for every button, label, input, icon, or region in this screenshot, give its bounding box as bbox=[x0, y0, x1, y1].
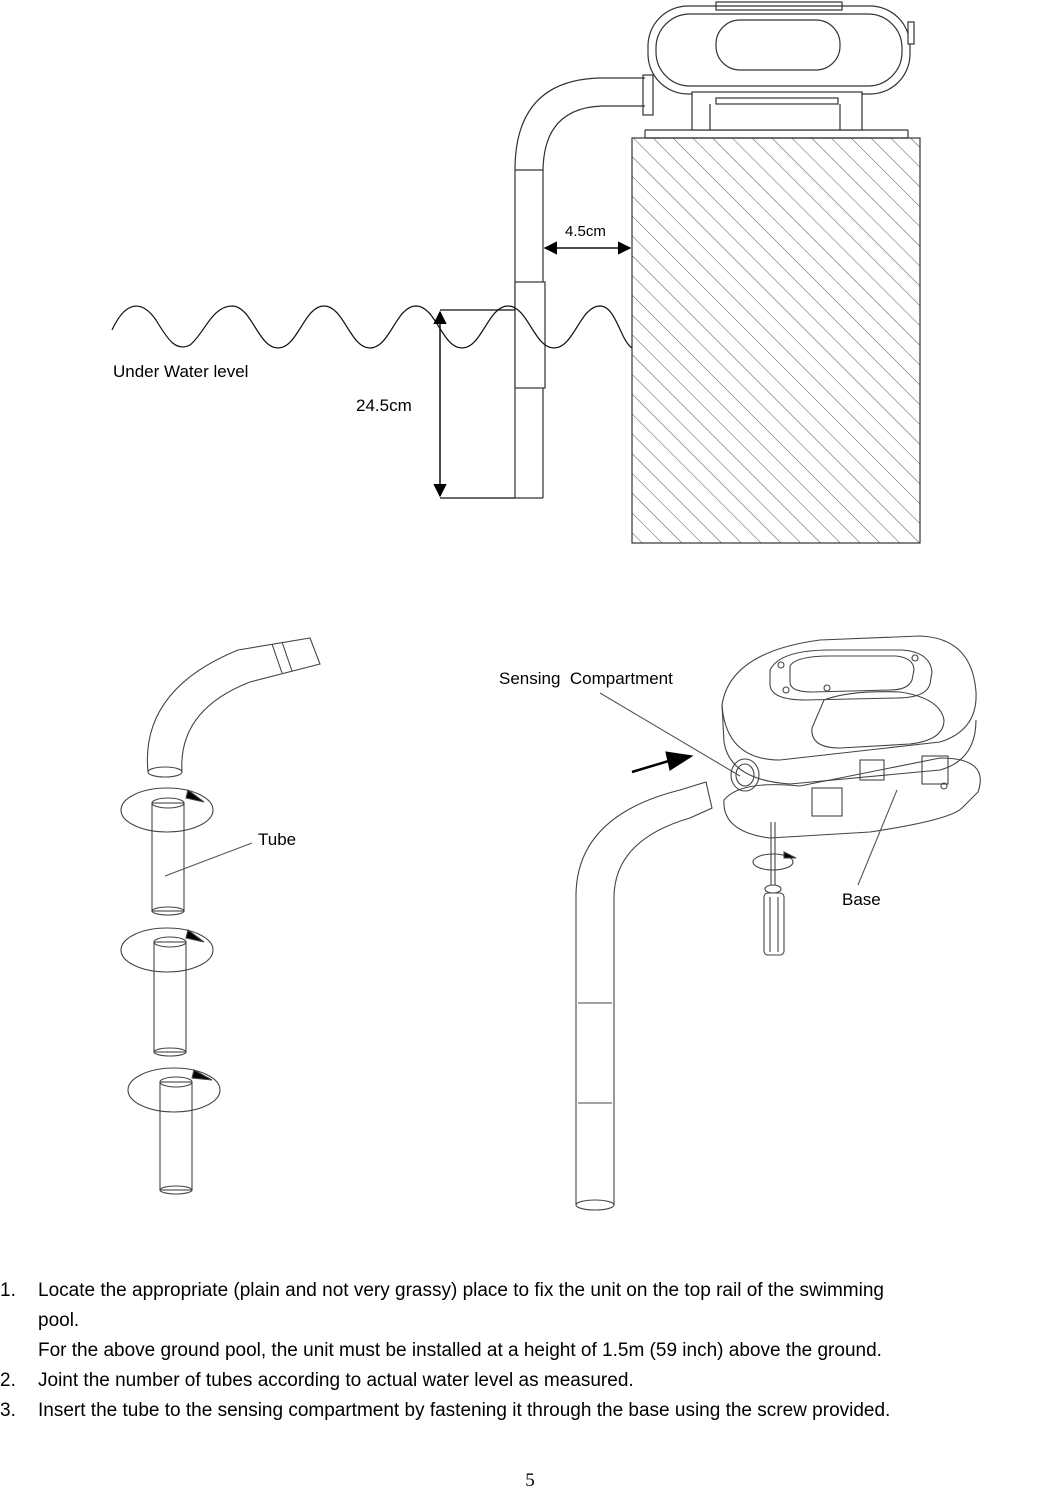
instruction-step: 3. Insert the tube to the sensing compar… bbox=[0, 1396, 1060, 1426]
instruction-step: 1. Locate the appropriate (plain and not… bbox=[0, 1276, 1060, 1366]
step-text: Insert the tube to the sensing compartme… bbox=[38, 1400, 891, 1421]
insert-arrow bbox=[631, 758, 673, 774]
water-wave bbox=[111, 305, 633, 349]
step-number: 1. bbox=[0, 1280, 16, 1301]
pool-wall bbox=[631, 137, 921, 544]
elbow-tube-part bbox=[146, 637, 321, 778]
water-level-label: Under Water level bbox=[113, 362, 249, 381]
step-text: Locate the appropriate (plain and not ve… bbox=[38, 1280, 884, 1301]
tube-label: Tube bbox=[258, 830, 297, 849]
sensor-unit-3d bbox=[721, 635, 981, 839]
tube-segment-2 bbox=[120, 927, 214, 1057]
top-diagram bbox=[111, 1, 921, 544]
installation-diagram bbox=[111, 1, 981, 1211]
step-text: For the above ground pool, the unit must… bbox=[38, 1340, 882, 1361]
tube-segment-1 bbox=[120, 787, 214, 916]
base-label: Base bbox=[842, 890, 881, 909]
step-text: Joint the number of tubes according to a… bbox=[38, 1370, 634, 1391]
instruction-step: 2. Joint the number of tubes according t… bbox=[0, 1366, 1060, 1396]
step-number: 2. bbox=[0, 1370, 16, 1391]
assembled-tube bbox=[575, 781, 713, 1211]
tube-bent-side bbox=[514, 77, 645, 499]
bottom-diagram bbox=[120, 635, 981, 1211]
tube-segment-3 bbox=[127, 1067, 221, 1195]
step-number: 3. bbox=[0, 1400, 16, 1421]
gap-label: 4.5cm bbox=[565, 223, 606, 240]
sensing-compartment-label: Sensing Compartment bbox=[499, 669, 673, 688]
step-text: pool. bbox=[38, 1310, 80, 1331]
page-number: 5 bbox=[525, 1470, 535, 1491]
screw bbox=[752, 822, 797, 956]
instruction-list: 1. Locate the appropriate (plain and not… bbox=[0, 1276, 1060, 1426]
tube-height-label: 24.5cm bbox=[356, 396, 412, 415]
sensor-unit-side bbox=[642, 1, 915, 131]
